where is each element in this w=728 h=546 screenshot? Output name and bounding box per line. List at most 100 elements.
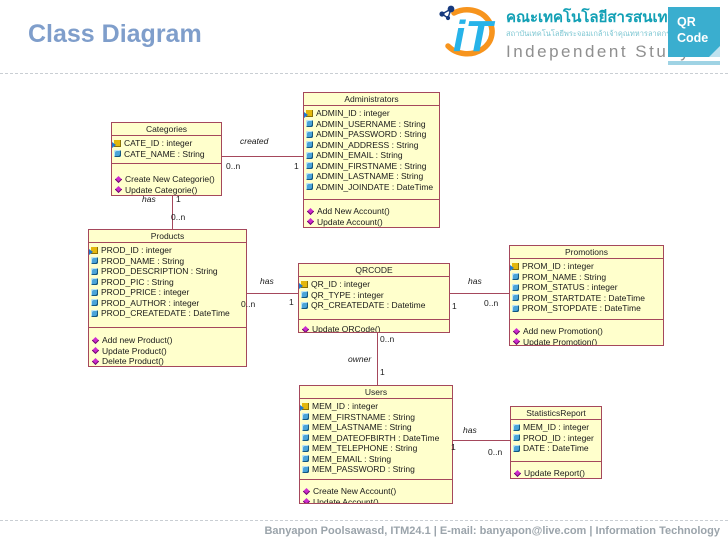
attribute-icon <box>91 288 98 296</box>
attribute-icon <box>302 444 309 452</box>
multiplicity-label: 0..n <box>226 161 241 171</box>
folded-corner <box>709 46 720 57</box>
attribute-row: PROD_DESCRIPTION : String <box>89 266 246 277</box>
attribute-text: ADMIN_FIRSTNAME : String <box>316 160 427 171</box>
method-icon <box>302 487 311 495</box>
method-text: Update Categorie() <box>125 184 198 195</box>
logo-text: คณะเทคโนโลยีสารสนเทศ สถาบันเทคโนโลยีพระจ… <box>506 4 691 62</box>
relationship-label: has <box>468 276 482 286</box>
multiplicity-label: 1 <box>176 194 181 204</box>
method-icon <box>512 338 521 345</box>
relationship-label: has <box>142 194 156 204</box>
attribute-text: PROD_ID : integer <box>101 245 172 256</box>
multiplicity-label: 1 <box>452 301 457 311</box>
multiplicity-label: 1 <box>451 442 456 452</box>
attribute-row: PROM_NAME : String <box>510 272 663 283</box>
attribute-text: PROD_CREATEDATE : DateTime <box>101 308 230 319</box>
method-row: Create New Categorie() <box>112 174 221 185</box>
attribute-icon <box>302 465 309 473</box>
faculty-name-thai: คณะเทคโนโลยีสารสนเทศ <box>506 9 677 26</box>
method-text: Add New Account() <box>317 206 390 217</box>
class-name: Products <box>89 230 246 243</box>
attribute-icon <box>512 283 519 291</box>
attribute-icon <box>513 434 520 442</box>
method-row: Update Promotion() <box>510 337 663 345</box>
attribute-row: PROD_PRICE : integer <box>89 287 246 298</box>
class-methods: Add new Product()Update Product()Delete … <box>89 327 246 366</box>
method-row: Create New Account() <box>300 486 452 497</box>
attribute-icon <box>306 183 313 191</box>
class-name: Categories <box>112 123 221 136</box>
method-text: Update Product() <box>102 345 167 356</box>
attribute-row: ADMIN_PASSWORD : String <box>304 129 439 140</box>
attribute-row: DATE : DateTime <box>511 443 601 454</box>
method-icon <box>306 207 315 215</box>
attribute-text: MEM_LASTNAME : String <box>312 422 412 433</box>
method-icon <box>91 336 100 344</box>
multiplicity-label: 1 <box>380 367 385 377</box>
attribute-text: ADMIN_PASSWORD : String <box>316 129 427 140</box>
attribute-text: PROD_PRICE : integer <box>101 287 190 298</box>
association-line <box>222 156 303 157</box>
attribute-text: PROM_ID : integer <box>522 261 594 272</box>
attribute-text: PROM_STOPDATE : DateTime <box>522 303 641 314</box>
attribute-text: PROD_ID : integer <box>523 432 594 443</box>
attribute-icon <box>301 291 308 299</box>
class-methods: Add New Account()Update Account() <box>304 199 439 227</box>
attribute-row: PROD_PIC : String <box>89 277 246 288</box>
class-name: Administrators <box>304 93 439 106</box>
attribute-row: MEM_ID : integer <box>511 422 601 433</box>
attribute-row: PROM_STOPDATE : DateTime <box>510 303 663 314</box>
association-line <box>449 293 509 294</box>
header-divider <box>0 73 728 74</box>
multiplicity-label: 1 <box>289 297 294 307</box>
attribute-row: ADMIN_ADDRESS : String <box>304 140 439 151</box>
svg-text:iT: iT <box>453 12 495 61</box>
method-row: Update Account() <box>304 217 439 228</box>
attribute-row: MEM_TELEPHONE : String <box>300 443 452 454</box>
attribute-text: PROD_AUTHOR : integer <box>101 297 200 308</box>
multiplicity-label: 0..n <box>488 447 503 457</box>
attribute-row: MEM_DATEOFBIRTH : DateTime <box>300 433 452 444</box>
attribute-text: PROD_PIC : String <box>101 276 174 287</box>
class-methods: Add new Promotion()Update Promotion() <box>510 319 663 345</box>
attribute-row: ADMIN_JOINDATE : DateTime <box>304 182 439 193</box>
class-methods: Update QRCode() <box>299 319 449 332</box>
method-text: Update Report() <box>524 468 585 478</box>
association-line <box>247 293 298 294</box>
method-icon <box>302 498 311 503</box>
method-icon <box>513 469 522 477</box>
attribute-icon <box>306 141 313 149</box>
institute-name-thai: สถาบันเทคโนโลยีพระจอมเกล้าเจ้าคุณทหารลาด… <box>506 28 683 38</box>
attribute-row: QR_ID : integer <box>299 279 449 290</box>
attribute-row: QR_CREATEDATE : Datetime <box>299 300 449 311</box>
relationship-label: has <box>260 276 274 286</box>
primary-key-icon <box>510 262 519 271</box>
method-icon <box>114 175 123 183</box>
primary-key-icon <box>89 246 98 255</box>
attribute-icon <box>91 278 98 286</box>
attribute-row: PROD_CREATEDATE : DateTime <box>89 308 246 319</box>
attribute-row: QR_TYPE : integer <box>299 290 449 301</box>
method-row: Add New Account() <box>304 206 439 217</box>
attribute-text: MEM_EMAIL : String <box>312 453 392 464</box>
it-logo-icon: iT <box>439 5 495 61</box>
method-row: Update Categorie() <box>112 185 221 196</box>
method-row: Add new Product() <box>89 335 246 346</box>
method-icon <box>91 347 100 355</box>
attribute-icon <box>302 413 309 421</box>
attribute-icon <box>91 267 98 275</box>
method-icon <box>306 218 315 226</box>
attribute-text: QR_ID : integer <box>311 279 371 290</box>
attribute-row: MEM_ID : integer <box>300 401 452 412</box>
method-row: Update Product() <box>89 346 246 357</box>
qr-badge-line2: Code <box>677 31 709 46</box>
relationship-label: created <box>240 136 269 146</box>
attribute-row: PROD_NAME : String <box>89 256 246 267</box>
attribute-icon <box>114 150 121 158</box>
attribute-icon <box>306 162 313 170</box>
